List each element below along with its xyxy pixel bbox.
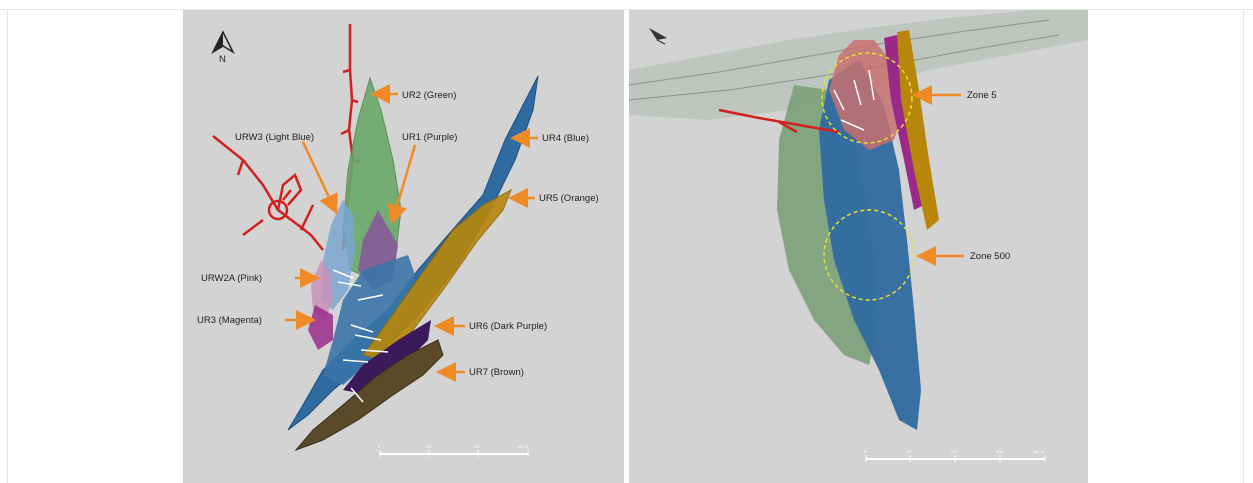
plan-view-graphic: N bbox=[183, 10, 624, 483]
scale-tick-2: 200 bbox=[474, 444, 481, 449]
scale-tick-4: 400 m bbox=[1033, 449, 1045, 454]
label-ur5: UR5 (Orange) bbox=[539, 193, 599, 204]
scale-tick-3: 300 bbox=[996, 449, 1003, 454]
plan-view-panel: N bbox=[183, 10, 624, 483]
scale-tick-2: 200 bbox=[951, 449, 958, 454]
scale-tick-1: 100 bbox=[906, 449, 913, 454]
label-zone5: Zone 5 bbox=[967, 90, 997, 101]
north-arrow-icon bbox=[213, 32, 233, 52]
view-direction-icon bbox=[649, 28, 667, 44]
label-ur2: UR2 (Green) bbox=[402, 90, 456, 101]
north-label: N bbox=[219, 54, 226, 65]
label-ur4: UR4 (Blue) bbox=[542, 133, 589, 144]
scale-tick-1: 100 bbox=[425, 444, 432, 449]
section-view-panel: Zone 5 Zone 500 0 100 200 300 400 m bbox=[629, 10, 1088, 483]
label-urw2a: URW2A (Pink) bbox=[201, 273, 262, 284]
section-view-graphic: Zone 5 Zone 500 0 100 200 300 400 m bbox=[629, 10, 1088, 483]
ur3-magenta-body bbox=[308, 305, 333, 350]
scale-bar: 0 100 200 300 m bbox=[378, 444, 529, 457]
label-ur3: UR3 (Magenta) bbox=[197, 315, 262, 326]
scale-tick-3: 300 m bbox=[517, 444, 529, 449]
label-ur7: UR7 (Brown) bbox=[469, 367, 524, 378]
scale-bar-section: 0 100 200 300 400 m bbox=[864, 449, 1045, 462]
scale-tick-0: 0 bbox=[378, 444, 381, 449]
label-zone500: Zone 500 bbox=[970, 251, 1010, 262]
label-ur6: UR6 (Dark Purple) bbox=[469, 321, 547, 332]
scale-tick-0: 0 bbox=[864, 449, 867, 454]
label-ur1: UR1 (Purple) bbox=[402, 132, 457, 143]
label-urw3: URW3 (Light Blue) bbox=[235, 132, 314, 143]
